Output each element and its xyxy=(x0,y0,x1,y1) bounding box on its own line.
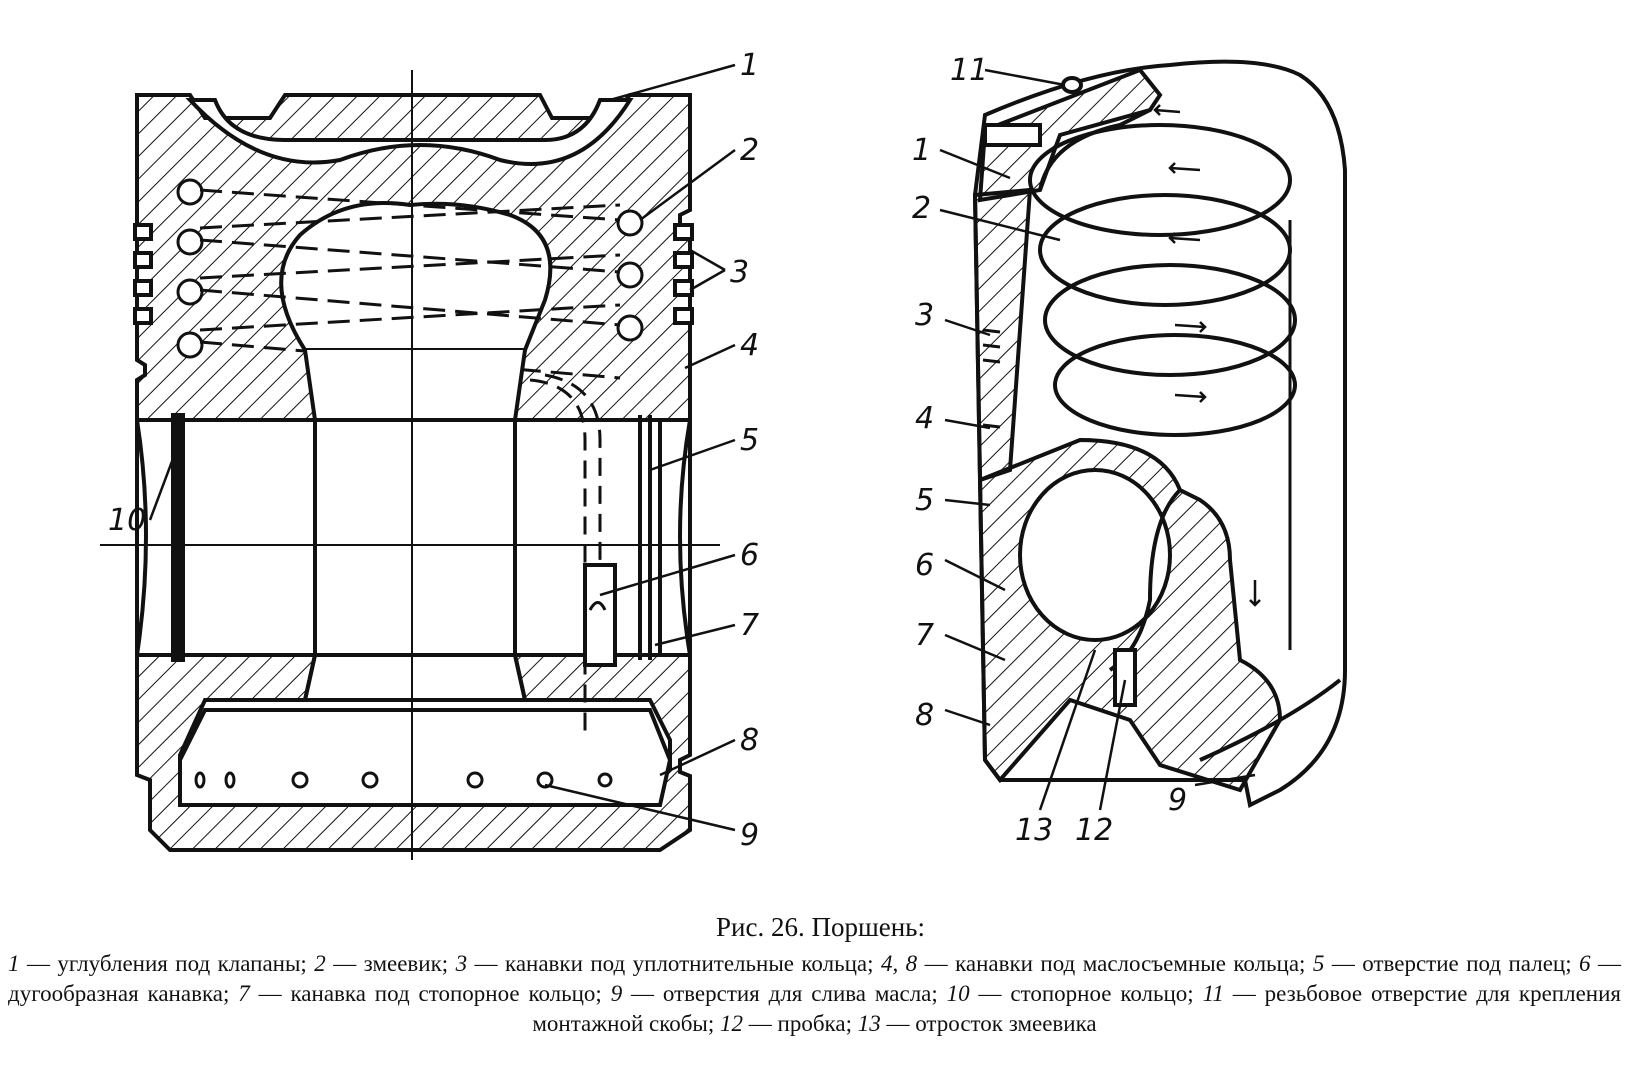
legend-item: 1 — углубления под клапаны; xyxy=(8,951,314,976)
left-label-4: 4 xyxy=(740,328,759,363)
legend-item: 4, 8 — канавки под маслосъемные кольца; xyxy=(881,951,1313,976)
legend-number: 13 xyxy=(857,1011,881,1036)
legend-text: — канавка под стопорное кольцо; xyxy=(249,981,611,1006)
left-label-9: 9 xyxy=(740,818,759,853)
left-label-5: 5 xyxy=(740,423,759,458)
legend-number: 4, 8 xyxy=(880,951,918,976)
legend-number: 1 xyxy=(8,951,20,976)
piston-diagram: 1 2 3 4 5 6 7 8 9 10 xyxy=(100,48,1347,860)
legend-number: 2 xyxy=(314,951,326,976)
legend-text: — резьбовое отверстие для крепления монт… xyxy=(532,981,1621,1036)
left-label-3: 3 xyxy=(730,255,749,290)
legend-number: 5 xyxy=(1312,951,1325,976)
combustion-bowl xyxy=(185,98,634,166)
right-label-3: 3 xyxy=(915,298,934,333)
pin-boss xyxy=(302,349,528,702)
right-label-6: 6 xyxy=(915,548,934,583)
right-label-4: 4 xyxy=(915,401,934,436)
right-ring-grooves xyxy=(982,328,1001,429)
legend-item: 6 — дугообразная канавка; xyxy=(8,951,1621,1006)
left-label-7: 7 xyxy=(740,608,759,643)
legend-text: — отверстие под палец; xyxy=(1324,951,1580,976)
legend-text: — пробка; xyxy=(743,1011,858,1036)
legend-text: — стопорное кольцо; xyxy=(969,981,1203,1006)
legend-item: 11 — резьбовое отверстие для крепления м… xyxy=(532,981,1621,1036)
left-section-view xyxy=(100,63,736,860)
right-label-13: 13 xyxy=(1015,813,1053,848)
right-label-5: 5 xyxy=(915,483,934,518)
caption-title: Рис. 26. Поршень: xyxy=(716,912,925,942)
right-callout-labels: 11 1 2 3 4 5 6 7 8 9 12 13 xyxy=(912,53,1187,848)
flow-arrows xyxy=(1153,104,1261,607)
cooling-coil xyxy=(1028,108,1297,650)
right-label-7: 7 xyxy=(915,618,934,653)
legend-item: 10 — стопорное кольцо; xyxy=(947,981,1203,1006)
caption-legend: 1 — углубления под клапаны; 2 — змеевик;… xyxy=(8,949,1621,1039)
left-label-6: 6 xyxy=(740,538,759,573)
legend-item: 3 — канавки под уплотнительные кольца; xyxy=(456,951,881,976)
left-label-8: 8 xyxy=(740,723,759,758)
right-label-12: 12 xyxy=(1075,813,1113,848)
right-label-9: 9 xyxy=(1168,783,1187,818)
figure-caption: Рис. 26. Поршень: 1 — углубления под кла… xyxy=(0,900,1641,1083)
right-label-1: 1 xyxy=(912,133,931,168)
arc-groove xyxy=(583,563,617,667)
legend-text: — отверстия для слива масла; xyxy=(622,981,947,1006)
legend-number: 7 xyxy=(238,981,250,1006)
legend-number: 9 xyxy=(610,981,623,1006)
leader-lines-right xyxy=(939,68,1256,811)
threaded-hole xyxy=(1061,76,1083,94)
inner-dome-cavity xyxy=(279,201,553,352)
legend-number: 6 xyxy=(1579,951,1591,976)
legend-text: — змеевик; xyxy=(325,951,456,976)
left-callout-labels: 1 2 3 4 5 6 7 8 9 10 xyxy=(108,48,759,853)
right-label-8: 8 xyxy=(915,698,934,733)
legend-text: — углубления под клапаны; xyxy=(19,951,315,976)
legend-text: — дугообразная канавка; xyxy=(8,951,1621,1006)
ring-grooves-left xyxy=(133,223,153,325)
oil-channel xyxy=(529,373,602,740)
leader-lines-left xyxy=(148,63,736,832)
coil-holes xyxy=(176,178,644,359)
legend-number: 11 xyxy=(1202,981,1224,1006)
pin-bore-outline xyxy=(135,419,692,656)
legend-number: 12 xyxy=(720,1011,744,1036)
legend-item: 2 — змеевик; xyxy=(314,951,455,976)
skirt-inner xyxy=(178,708,673,807)
legend-number: 10 xyxy=(946,981,970,1006)
legend-item: 5 — отверстие под палец; xyxy=(1313,951,1579,976)
legend-number: 3 xyxy=(455,951,468,976)
legend-item: 7 — канавка под стопорное кольцо; xyxy=(238,981,610,1006)
legend-item: 13 — отросток змеевика xyxy=(858,1011,1097,1036)
plug xyxy=(1113,648,1137,707)
left-label-10: 10 xyxy=(108,503,146,538)
legend-text: — канавки под уплотнительные кольца; xyxy=(467,951,881,976)
drain-holes xyxy=(194,771,613,789)
legend-item: 12 — пробка; xyxy=(720,1011,858,1036)
legend-text: — канавки под маслосъемные кольца; xyxy=(917,951,1313,976)
left-label-2: 2 xyxy=(740,133,759,168)
skirt-arc xyxy=(1199,678,1342,762)
right-cutaway-view xyxy=(939,59,1347,811)
legend-text: — отросток змеевика xyxy=(880,1011,1097,1036)
legend-item: 9 — отверстия для слива масла; xyxy=(611,981,947,1006)
left-label-1: 1 xyxy=(740,48,759,83)
right-label-2: 2 xyxy=(912,191,931,226)
pin-bore-hole xyxy=(1018,468,1172,642)
right-label-11: 11 xyxy=(950,53,988,88)
